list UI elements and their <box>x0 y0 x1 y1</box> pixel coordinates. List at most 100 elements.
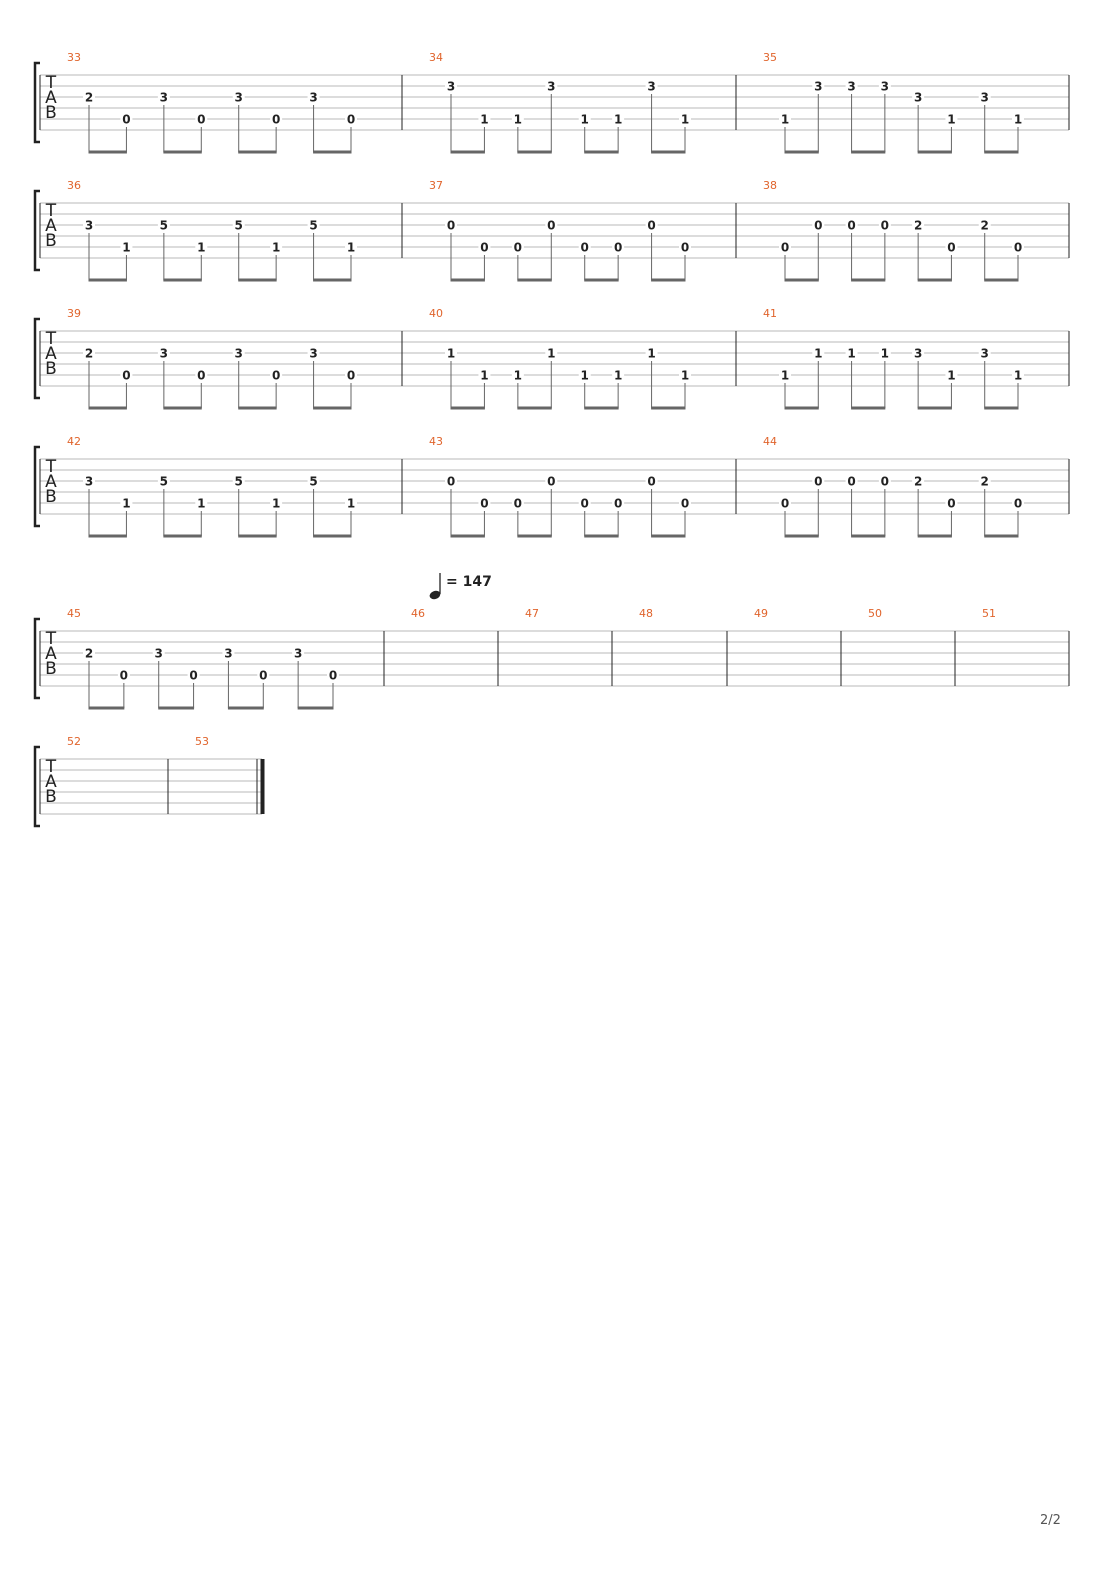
system-bracket <box>33 61 40 144</box>
fret-number: 0 <box>647 475 655 489</box>
measure-number: 49 <box>754 607 768 620</box>
fret-knockout <box>578 369 591 381</box>
fret-knockout <box>578 497 591 509</box>
fret-number: 1 <box>881 347 889 361</box>
fret-number: 0 <box>681 497 689 511</box>
fret-knockout <box>270 113 283 125</box>
fret-number: 1 <box>614 369 622 383</box>
fret-knockout <box>345 497 357 509</box>
fret-number: 0 <box>881 475 889 489</box>
fret-knockout <box>511 497 524 509</box>
fret-knockout <box>478 497 491 509</box>
measure-number: 43 <box>429 435 443 448</box>
tab-clef-letter: T <box>45 201 57 221</box>
fret-knockout <box>292 647 305 659</box>
fret-number: 1 <box>581 113 589 127</box>
fret-knockout <box>578 241 591 253</box>
fret-knockout <box>195 241 208 253</box>
fret-number: 0 <box>814 219 822 233</box>
fret-knockout <box>845 475 858 487</box>
fret-knockout <box>232 347 245 359</box>
system-bracket <box>33 317 40 400</box>
fret-knockout <box>445 347 457 359</box>
fret-knockout <box>1012 369 1024 381</box>
fret-number: 0 <box>547 475 555 489</box>
fret-number: 5 <box>235 219 243 233</box>
fret-number: 3 <box>155 647 163 661</box>
fret-knockout <box>978 347 991 359</box>
fret-knockout <box>307 475 320 487</box>
fret-knockout <box>120 113 133 125</box>
measure-number: 51 <box>982 607 996 620</box>
fret-number: 1 <box>681 113 689 127</box>
tab-clef-letter: B <box>45 231 57 251</box>
fret-number: 0 <box>514 241 522 255</box>
measure-number: 33 <box>67 51 81 64</box>
measure-number: 41 <box>763 307 777 320</box>
fret-knockout <box>878 475 891 487</box>
fret-number: 2 <box>85 347 93 361</box>
fret-number: 3 <box>235 347 243 361</box>
fret-number: 3 <box>881 80 889 94</box>
fret-knockout <box>117 669 130 681</box>
fret-knockout <box>1012 497 1024 509</box>
tab-clef-letter: T <box>45 629 57 649</box>
fret-knockout <box>478 241 491 253</box>
fret-knockout <box>445 219 457 231</box>
fret-number: 0 <box>814 475 822 489</box>
fret-knockout <box>645 219 658 231</box>
fret-knockout <box>511 113 524 125</box>
fret-knockout <box>232 219 245 231</box>
fret-knockout <box>83 647 95 659</box>
fret-number: 3 <box>160 347 168 361</box>
fret-knockout <box>812 475 825 487</box>
measure-number: 38 <box>763 179 777 192</box>
measure-number: 46 <box>411 607 425 620</box>
system-bracket <box>33 745 40 828</box>
fret-number: 3 <box>847 80 855 94</box>
fret-number: 1 <box>1014 369 1022 383</box>
fret-knockout <box>345 113 357 125</box>
fret-knockout <box>545 80 558 92</box>
tab-clef-letter: A <box>45 216 57 236</box>
fret-number: 0 <box>447 475 455 489</box>
fret-number: 2 <box>914 475 922 489</box>
fret-number: 1 <box>122 497 130 511</box>
fret-knockout <box>445 80 457 92</box>
fret-number: 1 <box>947 369 955 383</box>
measure-number: 39 <box>67 307 81 320</box>
fret-number: 0 <box>514 497 522 511</box>
tab-clef-letter: B <box>45 787 57 807</box>
fret-knockout <box>232 91 245 103</box>
fret-knockout <box>945 369 958 381</box>
fret-number: 0 <box>197 113 205 127</box>
fret-number: 0 <box>681 241 689 255</box>
tab-clef-letter: T <box>45 457 57 477</box>
fret-knockout <box>845 219 858 231</box>
fret-number: 3 <box>981 347 989 361</box>
fret-knockout <box>445 475 457 487</box>
fret-number: 1 <box>272 241 280 255</box>
fret-number: 1 <box>347 497 355 511</box>
fret-knockout <box>612 497 625 509</box>
fret-number: 3 <box>647 80 655 94</box>
tab-clef-letter: T <box>45 329 57 349</box>
measure-number: 35 <box>763 51 777 64</box>
measure-number: 52 <box>67 735 81 748</box>
fret-knockout <box>612 113 625 125</box>
fret-knockout <box>912 475 925 487</box>
fret-number: 0 <box>447 219 455 233</box>
fret-knockout <box>120 497 133 509</box>
fret-number: 3 <box>914 347 922 361</box>
tab-clef-letter: T <box>45 757 57 777</box>
measure-number: 47 <box>525 607 539 620</box>
fret-knockout <box>945 497 958 509</box>
fret-number: 1 <box>272 497 280 511</box>
fret-number: 0 <box>189 669 197 683</box>
fret-number: 0 <box>272 369 280 383</box>
fret-number: 3 <box>294 647 302 661</box>
fret-knockout <box>511 241 524 253</box>
